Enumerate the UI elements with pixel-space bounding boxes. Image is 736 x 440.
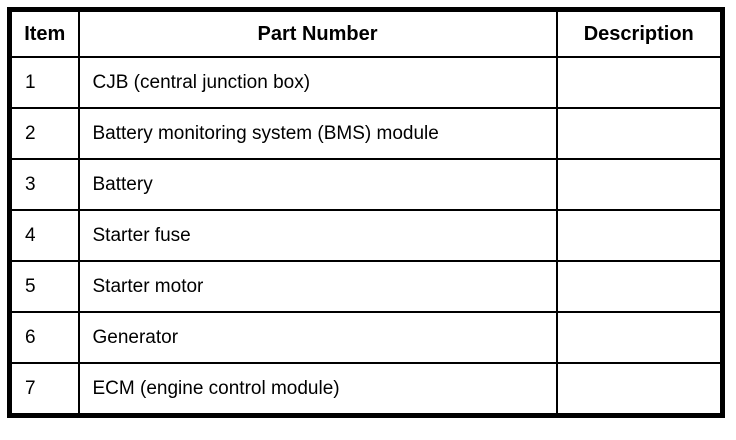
part-number-cell: ECM (engine control module)	[77, 362, 558, 417]
table-row: 6 Generator	[8, 311, 724, 364]
part-number-cell: Battery	[77, 158, 558, 211]
part-number-cell: Starter motor	[77, 260, 558, 313]
parts-table: Item Part Number Description 1 CJB (cent…	[7, 7, 725, 418]
table-row: 7 ECM (engine control module)	[8, 362, 724, 417]
column-header-item: Item	[8, 8, 80, 58]
column-header-part-number: Part Number	[77, 8, 558, 58]
table-row: 2 Battery monitoring system (BMS) module	[8, 107, 724, 160]
table-row: 3 Battery	[8, 158, 724, 211]
item-cell: 5	[8, 260, 80, 313]
part-number-cell: CJB (central junction box)	[77, 56, 558, 109]
description-cell	[555, 158, 724, 211]
part-number-cell: Battery monitoring system (BMS) module	[77, 107, 558, 160]
description-cell	[555, 107, 724, 160]
item-cell: 7	[8, 362, 80, 417]
header-row: Item Part Number Description	[8, 8, 724, 58]
item-cell: 4	[8, 209, 80, 262]
part-number-cell: Generator	[77, 311, 558, 364]
table-row: 5 Starter motor	[8, 260, 724, 313]
table-row: 1 CJB (central junction box)	[8, 56, 724, 109]
description-cell	[555, 56, 724, 109]
description-cell	[555, 260, 724, 313]
description-cell	[555, 362, 724, 417]
column-header-description: Description	[555, 8, 724, 58]
table-body: 1 CJB (central junction box) 2 Battery m…	[8, 56, 724, 417]
item-cell: 2	[8, 107, 80, 160]
table-row: 4 Starter fuse	[8, 209, 724, 262]
table-header: Item Part Number Description	[8, 8, 724, 58]
description-cell	[555, 209, 724, 262]
item-cell: 3	[8, 158, 80, 211]
parts-table-container: Item Part Number Description 1 CJB (cent…	[7, 7, 725, 418]
part-number-cell: Starter fuse	[77, 209, 558, 262]
item-cell: 6	[8, 311, 80, 364]
item-cell: 1	[8, 56, 80, 109]
description-cell	[555, 311, 724, 364]
